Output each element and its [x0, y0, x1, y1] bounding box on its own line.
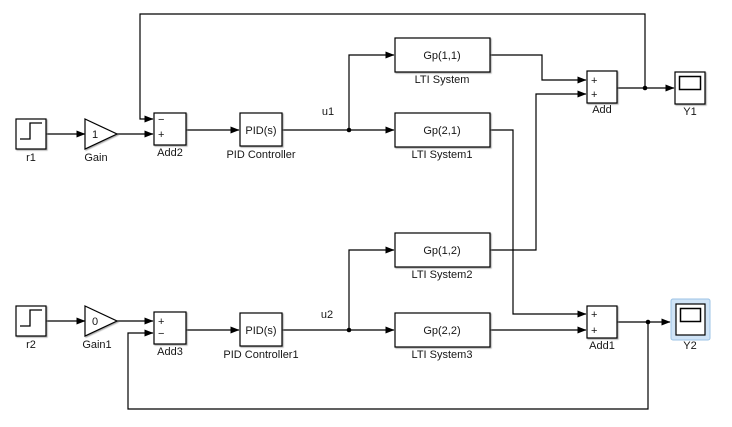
block-scope-y1[interactable] — [674, 71, 706, 105]
lti-block-text: Gp(2,2) — [423, 325, 460, 337]
sum-block-body — [586, 70, 618, 104]
port-sign-plus: + — [591, 309, 597, 321]
gain-triangle-icon — [84, 305, 119, 337]
wire-g11-to-add[interactable] — [490, 54, 587, 84]
block-sum-add[interactable]: + + — [586, 70, 618, 104]
signal-label-u2[interactable]: u2 — [321, 309, 333, 321]
branch-dot-u2 — [346, 327, 352, 333]
block-scope-y2-selected[interactable] — [670, 298, 711, 341]
block-label-gain1[interactable]: Gain1 — [82, 339, 111, 351]
block-label-add3[interactable]: Add3 — [157, 346, 183, 358]
block-label-add2[interactable]: Add2 — [157, 147, 183, 159]
sum-block-body — [586, 305, 618, 339]
step-icon — [20, 309, 42, 327]
sum-block-body — [153, 311, 187, 345]
scope-screen-icon — [679, 307, 702, 323]
port-sign-minus: − — [158, 328, 164, 340]
pid-block-body — [239, 112, 283, 147]
block-label-r2[interactable]: r2 — [26, 339, 36, 351]
gain-value: 0 — [92, 316, 98, 328]
block-label-lti-system3[interactable]: LTI System3 — [412, 349, 473, 361]
block-sum-add2[interactable]: − + — [153, 112, 187, 146]
wire-g21-to-add1[interactable] — [490, 129, 587, 318]
block-lti-system-g11[interactable]: Gp(1,1) — [394, 37, 491, 73]
wire-u2-to-g12[interactable] — [348, 246, 395, 330]
sum-block-body — [153, 112, 187, 146]
pid-block-text: PID(s) — [245, 125, 276, 137]
block-label-lti-system[interactable]: LTI System — [415, 74, 470, 86]
branch-dot-y1 — [642, 85, 648, 91]
lti-block-body — [394, 37, 491, 73]
lti-block-text: Gp(1,1) — [423, 50, 460, 62]
step-block-body — [15, 305, 47, 337]
block-step-r1[interactable] — [15, 118, 47, 150]
block-gain1[interactable]: 0 — [84, 305, 119, 337]
lti-block-text: Gp(2,1) — [423, 125, 460, 137]
lti-block-body — [394, 232, 491, 268]
block-label-add[interactable]: Add — [592, 104, 612, 116]
scope-screen-icon — [678, 75, 702, 91]
branch-dot-u1 — [346, 127, 352, 133]
block-gain[interactable]: 1 — [84, 118, 119, 150]
block-label-lti-system1[interactable]: LTI System1 — [412, 149, 473, 161]
lti-block-text: Gp(1,2) — [423, 245, 460, 257]
port-sign-plus: + — [591, 75, 597, 87]
port-sign-plus: + — [591, 89, 597, 101]
block-label-y2[interactable]: Y2 — [683, 340, 696, 352]
port-sign-minus: − — [158, 114, 164, 126]
block-lti-system-g21[interactable]: Gp(2,1) — [394, 112, 491, 148]
wire-feedback-y2-to-add3[interactable] — [127, 322, 649, 410]
branch-dot-y2 — [645, 319, 651, 325]
block-lti-system-g12[interactable]: Gp(1,2) — [394, 232, 491, 268]
gain-triangle-icon — [84, 118, 119, 150]
block-label-lti-system2[interactable]: LTI System2 — [412, 269, 473, 281]
block-lti-system-g22[interactable]: Gp(2,2) — [394, 312, 491, 348]
step-icon — [20, 122, 42, 140]
pid-block-text: PID(s) — [245, 325, 276, 337]
block-sum-add1[interactable]: + + — [586, 305, 618, 339]
signal-label-u1[interactable]: u1 — [322, 106, 334, 118]
lti-block-body — [394, 312, 491, 348]
wire-feedback-y1-to-add2[interactable] — [139, 13, 646, 123]
signal-wires — [46, 13, 675, 410]
block-label-pid-controller1[interactable]: PID Controller1 — [223, 349, 298, 361]
wire-u1-to-g11[interactable] — [348, 51, 395, 130]
gain-value: 1 — [92, 129, 98, 141]
block-pid-controller1[interactable]: PID(s) — [239, 312, 283, 347]
port-sign-plus: + — [158, 316, 164, 328]
block-pid-controller[interactable]: PID(s) — [239, 112, 283, 147]
block-label-r1[interactable]: r1 — [26, 152, 36, 164]
block-label-add1[interactable]: Add1 — [589, 340, 615, 352]
step-block-body — [15, 118, 47, 150]
block-label-y1[interactable]: Y1 — [683, 106, 696, 118]
pid-block-body — [239, 312, 283, 347]
block-step-r2[interactable] — [15, 305, 47, 337]
block-sum-add3[interactable]: + − — [153, 311, 187, 345]
port-sign-plus: + — [158, 129, 164, 141]
block-label-gain[interactable]: Gain — [84, 152, 107, 164]
port-sign-plus: + — [591, 325, 597, 337]
lti-block-body — [394, 112, 491, 148]
block-label-pid-controller[interactable]: PID Controller — [226, 149, 295, 161]
